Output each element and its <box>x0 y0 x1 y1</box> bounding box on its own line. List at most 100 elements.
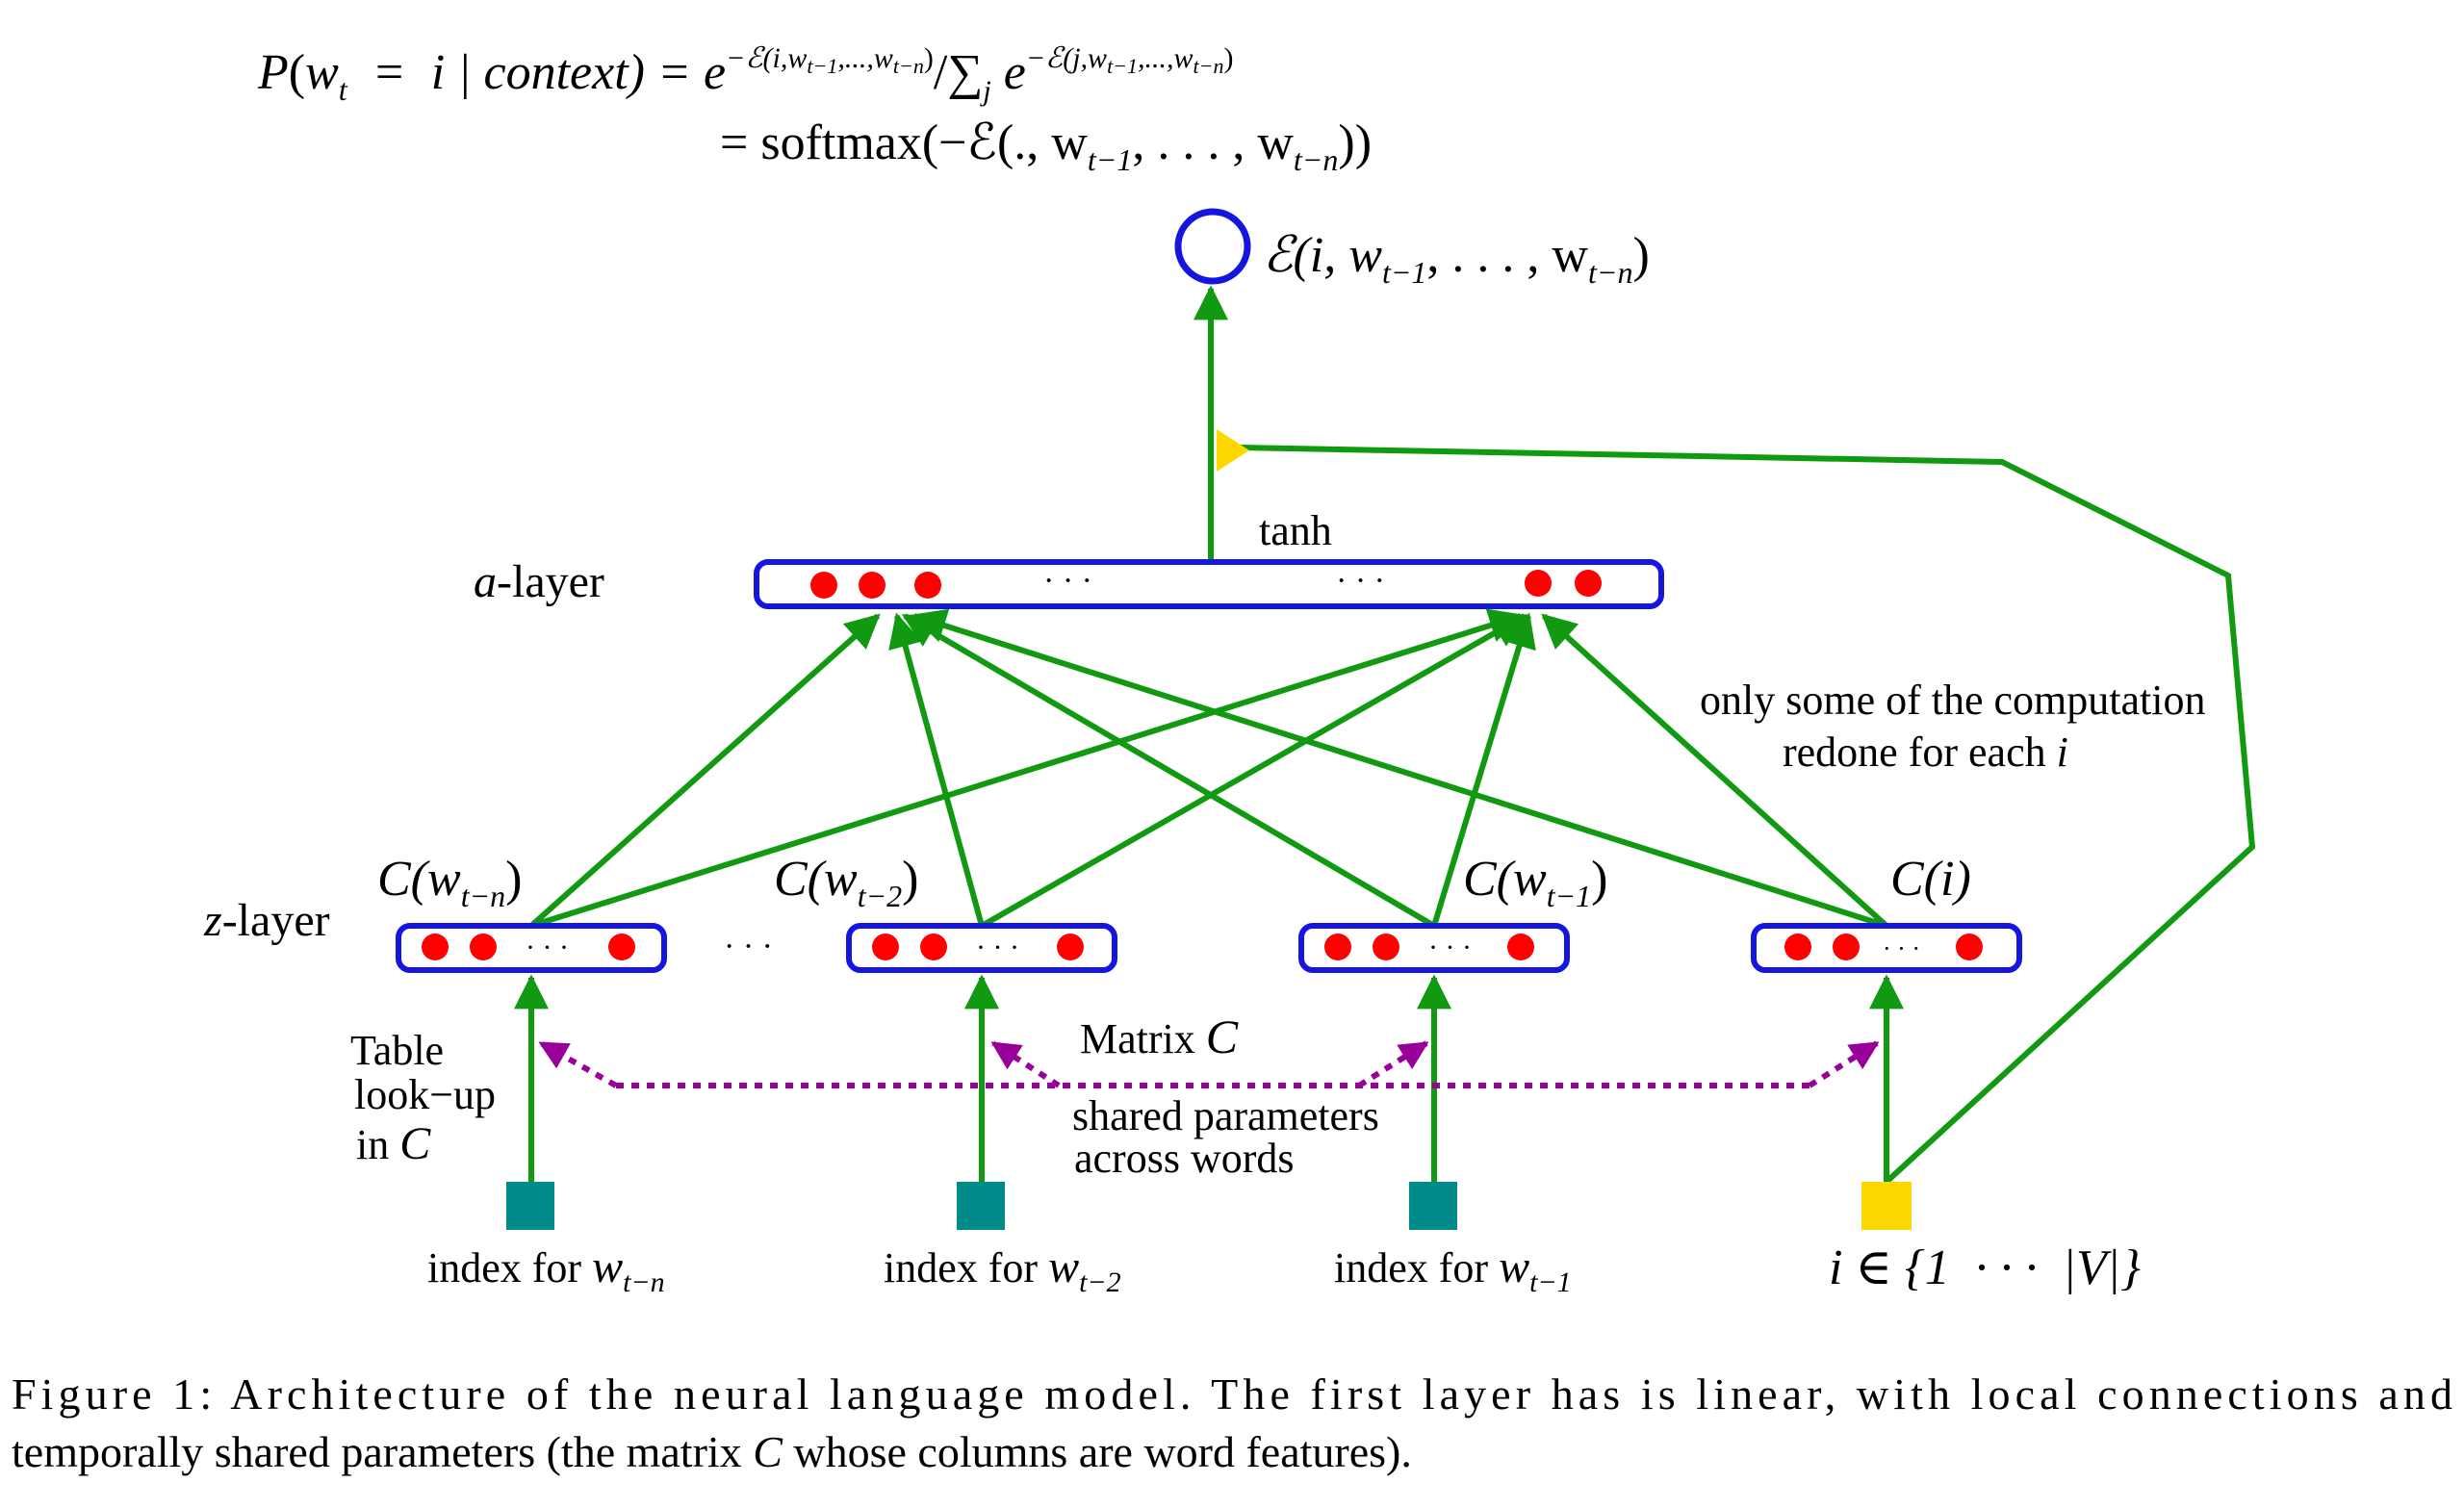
index-to-z-connections <box>514 974 1904 1182</box>
z-unit-label-main: C(w <box>1463 852 1547 907</box>
eq-line2-end: )) <box>1338 115 1372 170</box>
eq-lhs-context: = i | context) = <box>347 45 704 100</box>
a-unit <box>1575 570 1602 597</box>
matrix-c-var: C <box>1206 1010 1239 1063</box>
z-unit-dot <box>1833 934 1860 960</box>
eq-exp2-sub: t−1 <box>1107 54 1138 78</box>
z-unit-wt-2: C(wt−2) · · · <box>774 852 1117 973</box>
index-label-var: w <box>1499 1241 1529 1292</box>
table-lookup-var: C <box>399 1118 431 1169</box>
connection-arrow <box>901 613 1436 929</box>
z-unit-dot <box>1373 934 1399 960</box>
output-node <box>1174 208 1251 285</box>
equation: P(wt = i | context) = e−ℰ(i,wt−1,...,wt−… <box>257 42 1372 177</box>
shared-parameter-links <box>538 1040 1880 1088</box>
eq-lhs-sub: t <box>339 72 348 107</box>
table-lookup-line1: Table <box>350 1027 444 1074</box>
table-lookup-line3: in C <box>356 1118 431 1169</box>
svg-text:= softmax(−ℰ(., wt−1, . . . ,: = softmax(−ℰ(., wt−1, . . . , wt−n)) <box>720 115 1372 177</box>
z-unit-box <box>1751 923 2022 973</box>
connection-arrow <box>1541 613 1889 929</box>
z-unit-label: C(wt−n) <box>377 852 523 913</box>
index-box <box>1409 1182 1457 1230</box>
computation-note-var: i <box>2057 729 2068 776</box>
index-label-var: w <box>1048 1241 1079 1292</box>
a-unit <box>1525 570 1552 597</box>
eq-exp1-close: ) <box>924 42 934 74</box>
connection-arrow <box>1431 612 1536 927</box>
eq-exp1-end: ,...,w <box>837 42 893 74</box>
output-label-end: ) <box>1632 228 1649 283</box>
connection-arrow <box>530 608 1525 929</box>
index-label-prefix: index for <box>1334 1244 1499 1292</box>
index-label-prefix: index for <box>427 1244 592 1292</box>
output-label-main: ℰ(i, w <box>1263 228 1382 283</box>
index-label-var: w <box>592 1241 623 1292</box>
z-unit-box <box>1298 923 1570 973</box>
z-unit-box <box>846 923 1117 973</box>
matrix-c-label: Matrix C <box>1080 1010 1239 1063</box>
shared-param-arrow <box>538 1040 618 1088</box>
eq-exp1: −ℰ(i,w <box>726 42 807 74</box>
special-index-box <box>1861 1182 1912 1230</box>
eq-lhs-paren: ( <box>289 45 305 100</box>
z-unit-label-main: C(i) <box>1890 852 1971 907</box>
index-box <box>506 1182 554 1230</box>
a-layer: · · · · · · <box>754 559 1664 609</box>
index-label-sub: t−n <box>623 1266 665 1298</box>
caption-line2-prefix: temporally shared parameters (the matrix <box>12 1427 753 1476</box>
z-unit-label-sub: t−1 <box>1547 879 1591 913</box>
output-label-sub2: t−n <box>1588 255 1632 290</box>
z-unit-dot <box>470 934 497 960</box>
eq-e1: e <box>704 45 726 100</box>
a-ellipsis: · · · <box>1043 563 1092 599</box>
z-unit-label-close: ) <box>902 852 918 907</box>
eq-line2-sub1: t−1 <box>1088 142 1132 177</box>
eq-e2: e <box>991 45 1026 100</box>
table-lookup-prefix: in <box>356 1121 399 1168</box>
computation-note-prefix: redone for each <box>1783 729 2057 776</box>
computation-note-line1: only some of the computation <box>1700 677 2205 724</box>
z-unit-label-main: C(w <box>377 852 461 907</box>
a-layer-var: a <box>474 556 497 607</box>
z-unit-label-close: ) <box>1591 852 1607 907</box>
a-layer-rest: -layer <box>497 556 604 607</box>
shared-params-line2: across words <box>1074 1135 1295 1182</box>
computation-note-line2: redone for each i <box>1783 729 2068 776</box>
z-unit-dot <box>872 934 899 960</box>
z-unit-label-close: ) <box>505 852 522 907</box>
z-unit-ellipsis: · · · <box>1428 932 1472 963</box>
connection-arrow <box>528 613 881 929</box>
eq-sum: ∑ <box>947 45 983 100</box>
shared-param-arrow <box>990 1040 1061 1088</box>
z-unit-label-main: C(w <box>774 852 858 907</box>
eq-exp1-sub: t−1 <box>807 54 837 78</box>
eq-lhs-p: P <box>257 45 289 100</box>
output-label-mid: , . . . , w <box>1426 228 1588 283</box>
a-layer-label: a-layer <box>474 556 604 607</box>
eq-exp2-end: ,...,w <box>1138 42 1194 74</box>
a-unit <box>810 572 837 599</box>
connection-arrow <box>980 613 1528 929</box>
matrix-c-prefix: Matrix <box>1080 1015 1206 1062</box>
z-unit-box <box>396 923 667 973</box>
a-unit <box>859 572 886 599</box>
feedback-entry-marker <box>1217 429 1249 472</box>
eq-line2-sub2: t−n <box>1294 142 1338 177</box>
z-layer-label: z-layer <box>203 895 330 946</box>
z-unit-wt-1: C(wt−1) · · · <box>1298 852 1608 973</box>
caption-line2-suffix: whose columns are word features). <box>783 1427 1412 1476</box>
z-unit-ellipsis: · · · <box>976 932 1019 963</box>
a-unit <box>914 572 941 599</box>
table-lookup-line2: look−up <box>354 1071 496 1118</box>
z-unit-label: C(wt−1) <box>1463 852 1608 913</box>
eq-exp2: −ℰ(j,w <box>1026 42 1107 74</box>
output-label-sub1: t−1 <box>1382 255 1426 290</box>
z-layer-rest: -layer <box>222 895 330 946</box>
z-unit-dot <box>422 934 449 960</box>
index-label-prefix: index for <box>884 1244 1048 1292</box>
z-unit-dot <box>608 934 635 960</box>
z-unit-label-sub: t−n <box>461 879 505 913</box>
tanh-label: tanh <box>1259 507 1332 554</box>
